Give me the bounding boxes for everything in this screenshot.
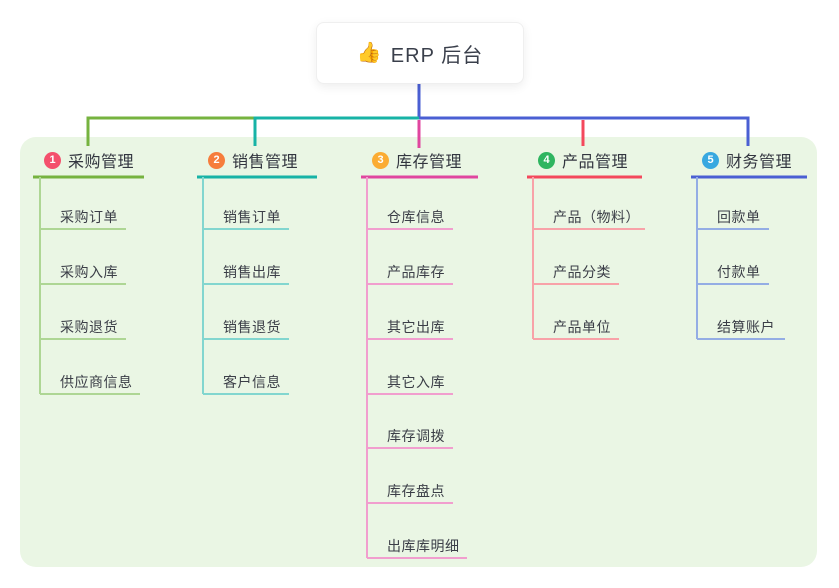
child-node[interactable]: 回款单 (717, 209, 761, 225)
child-node[interactable]: 产品单位 (553, 319, 611, 335)
child-node[interactable]: 采购退货 (60, 319, 118, 335)
child-node[interactable]: 库存盘点 (387, 483, 445, 499)
branch-number-badge: 1 (44, 151, 61, 169)
branch-header-purchase[interactable]: 1 采购管理 (44, 150, 135, 171)
connector-root-to-branch-5 (417, 82, 750, 146)
child-node[interactable]: 库存调拨 (387, 428, 445, 444)
child-node[interactable]: 出库库明细 (387, 538, 460, 554)
root-title: ERP 后台 (390, 44, 484, 67)
child-node[interactable]: 客户信息 (223, 374, 281, 390)
child-node[interactable]: 产品库存 (387, 264, 445, 280)
child-node[interactable]: 仓库信息 (387, 209, 445, 225)
connector-branch-1 (86, 116, 257, 146)
branch-number-badge: 4 (538, 151, 555, 169)
child-node[interactable]: 产品分类 (553, 264, 611, 280)
branch-header-product[interactable]: 4 产品管理 (538, 150, 629, 171)
thumbs-up-icon: 👍 (356, 42, 382, 64)
branch-number-badge: 3 (372, 151, 389, 169)
branch-label: 库存管理 (396, 154, 463, 171)
branches-panel (20, 137, 817, 567)
child-node[interactable]: 产品（物料） (553, 209, 640, 225)
branch-header-finance[interactable]: 5 财务管理 (702, 150, 793, 171)
root-node[interactable]: 👍 ERP 后台 (316, 22, 524, 84)
branch-header-sales[interactable]: 2 销售管理 (208, 150, 299, 171)
child-node[interactable]: 采购订单 (60, 209, 118, 225)
branch-number-badge: 5 (702, 151, 719, 169)
branch-label: 产品管理 (562, 154, 629, 171)
child-node[interactable]: 付款单 (717, 264, 761, 280)
branch-number-badge: 2 (208, 151, 225, 169)
child-node[interactable]: 其它入库 (387, 374, 445, 390)
child-node[interactable]: 其它出库 (387, 319, 445, 335)
branch-header-inventory[interactable]: 3 库存管理 (372, 150, 463, 171)
child-node[interactable]: 销售退货 (223, 319, 281, 335)
child-node[interactable]: 采购入库 (60, 264, 118, 280)
branch-label: 财务管理 (726, 154, 793, 171)
connector-branch-2 (253, 116, 419, 146)
child-node[interactable]: 销售出库 (223, 264, 281, 280)
branch-label: 销售管理 (232, 154, 299, 171)
child-node[interactable]: 供应商信息 (60, 374, 133, 390)
child-node[interactable]: 销售订单 (223, 209, 281, 225)
child-node[interactable]: 结算账户 (717, 319, 775, 335)
branch-label: 采购管理 (68, 154, 135, 171)
